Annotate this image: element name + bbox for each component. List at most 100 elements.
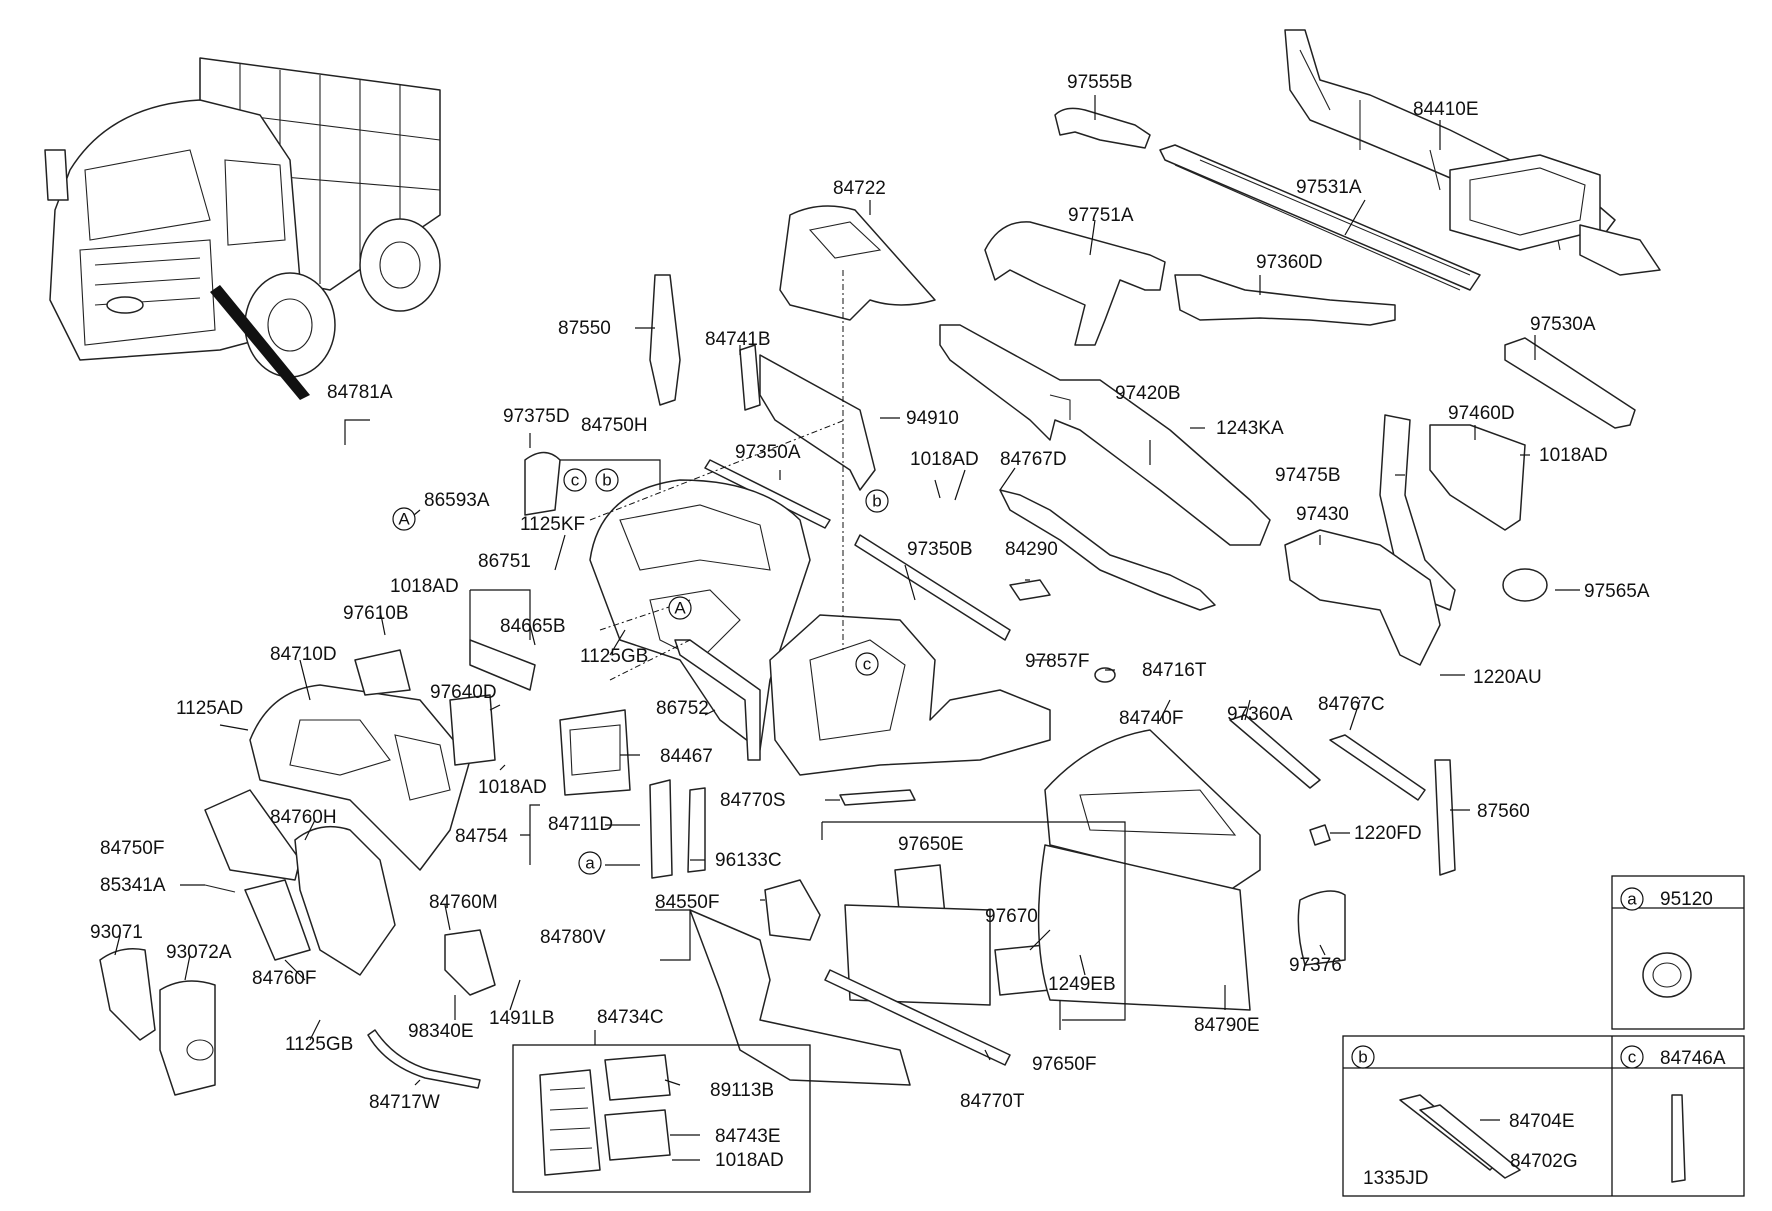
part-label-84704E: 84704E <box>1509 1111 1575 1132</box>
part-label-97751A: 97751A <box>1068 205 1134 226</box>
part-label-84550F: 84550F <box>655 892 719 913</box>
part-label-1125GB-a: 1125GB <box>580 646 648 667</box>
callout-b-3: b <box>1358 1048 1367 1067</box>
part-label-84743E: 84743E <box>715 1126 781 1147</box>
part-label-97350B: 97350B <box>907 539 973 560</box>
part-label-84740F: 84740F <box>1119 708 1183 729</box>
callout-a-2: a <box>1627 890 1637 909</box>
part-label-97350A: 97350A <box>735 442 801 463</box>
truck-illustration <box>44 57 441 400</box>
part-label-86752: 86752 <box>656 698 709 719</box>
part-label-93071: 93071 <box>90 922 143 943</box>
part-label-84760M: 84760M <box>429 892 498 913</box>
callout-c-1: c <box>571 471 580 490</box>
callout-b-1: b <box>602 471 611 490</box>
part-label-84410E: 84410E <box>1413 99 1479 120</box>
part-label-97420B: 97420B <box>1115 383 1181 404</box>
callout-A-1: A <box>398 510 410 529</box>
callout-circle-A-2 <box>668 596 692 620</box>
callout-c-2: c <box>863 655 872 674</box>
part-label-98340E: 98340E <box>408 1021 474 1042</box>
part-label-1243KA: 1243KA <box>1216 418 1284 439</box>
callout-circle-a-2 <box>1620 887 1644 911</box>
part-label-84734C: 84734C <box>597 1007 664 1028</box>
left-cluster-shapes <box>99 649 496 1096</box>
part-label-84722: 84722 <box>833 178 886 199</box>
part-label-97531A: 97531A <box>1296 177 1362 198</box>
callout-circle-c-3 <box>1620 1045 1644 1069</box>
callout-circles: A A c b b c a a b c <box>392 468 1644 1069</box>
callout-b-2: b <box>872 492 881 511</box>
part-label-84781A: 84781A <box>327 382 393 403</box>
callout-circle-b-1 <box>595 468 619 492</box>
part-label-84780V: 84780V <box>540 927 606 948</box>
part-label-1491LB: 1491LB <box>489 1008 555 1029</box>
part-label-97650F: 97650F <box>1032 1054 1096 1075</box>
callout-a-1: a <box>585 854 595 873</box>
part-label-84770S: 84770S <box>720 790 786 811</box>
part-label-86751: 86751 <box>478 551 531 572</box>
part-label-87550: 87550 <box>558 318 611 339</box>
callout-circle-a-1 <box>578 851 602 875</box>
callout-circle-c-1 <box>563 468 587 492</box>
part-label-97460D: 97460D <box>1448 403 1515 424</box>
callout-circle-b-2 <box>865 489 889 513</box>
part-label-84711D: 84711D <box>548 814 613 835</box>
part-label-1125AD: 1125AD <box>176 698 243 719</box>
part-label-84767D: 84767D <box>1000 449 1067 470</box>
part-label-84767C: 84767C <box>1318 694 1385 715</box>
part-label-87560: 87560 <box>1477 801 1530 822</box>
part-label-84790E: 84790E <box>1194 1015 1260 1036</box>
part-label-84754: 84754 <box>455 826 508 847</box>
part-label-1018AD-c: 1018AD <box>390 576 459 597</box>
callout-circle-A-1 <box>392 507 416 531</box>
callout-circle-b-3 <box>1351 1045 1375 1069</box>
part-label-84702G: 84702G <box>1510 1151 1578 1172</box>
callout-circle-c-2 <box>855 652 879 676</box>
part-label-1220FD: 1220FD <box>1354 823 1422 844</box>
part-label-94910: 94910 <box>906 408 959 429</box>
part-label-1125GB-b: 1125GB <box>285 1034 353 1055</box>
part-label-1125KF: 1125KF <box>520 514 585 535</box>
part-label-84290: 84290 <box>1005 539 1058 560</box>
part-label-84770T: 84770T <box>960 1091 1025 1112</box>
part-label-84760H: 84760H <box>270 807 337 828</box>
part-label-1335JD: 1335JD <box>1363 1168 1429 1189</box>
callout-c-3: c <box>1628 1048 1637 1067</box>
part-label-84750H: 84750H <box>581 415 648 436</box>
part-label-1018AD-a: 1018AD <box>910 449 979 470</box>
part-label-84665B: 84665B <box>500 616 566 637</box>
part-label-84710D: 84710D <box>270 644 337 665</box>
part-label-97430: 97430 <box>1296 504 1349 525</box>
part-label-84717W: 84717W <box>369 1092 440 1113</box>
part-label-1249EB: 1249EB <box>1048 974 1116 995</box>
part-label-97475B: 97475B <box>1275 465 1341 486</box>
leader-lines <box>114 95 1580 1161</box>
part-label-97650E: 97650E <box>898 834 964 855</box>
part-label-85341A: 85341A <box>100 875 166 896</box>
part-label-93072A: 93072A <box>166 942 232 963</box>
part-label-97360A: 97360A <box>1227 704 1293 725</box>
part-label-1018AD-e: 1018AD <box>715 1150 784 1171</box>
part-label-84741B: 84741B <box>705 329 771 350</box>
part-label-97376: 97376 <box>1289 955 1342 976</box>
right-lower-shapes <box>1037 667 1456 1011</box>
part-label-1220AU: 1220AU <box>1473 667 1542 688</box>
part-label-97610B: 97610B <box>343 603 409 624</box>
part-label-84467: 84467 <box>660 746 713 767</box>
part-label-84750F: 84750F <box>100 838 164 859</box>
callout-A-2: A <box>674 599 686 618</box>
part-shapes <box>704 29 1661 666</box>
part-label-96133C: 96133C <box>715 850 782 871</box>
part-label-97360D: 97360D <box>1256 252 1323 273</box>
part-labels: 97555B 84410E 84722 97531A 97751A 97360D… <box>90 72 1726 1189</box>
part-label-89113B: 89113B <box>710 1080 774 1101</box>
part-label-97375D: 97375D <box>503 406 570 427</box>
part-label-97640D: 97640D <box>430 682 497 703</box>
part-label-97857F: 97857F <box>1025 651 1089 672</box>
part-label-84760F: 84760F <box>252 968 316 989</box>
part-label-95120: 95120 <box>1660 889 1713 910</box>
part-label-1018AD-b: 1018AD <box>1539 445 1608 466</box>
